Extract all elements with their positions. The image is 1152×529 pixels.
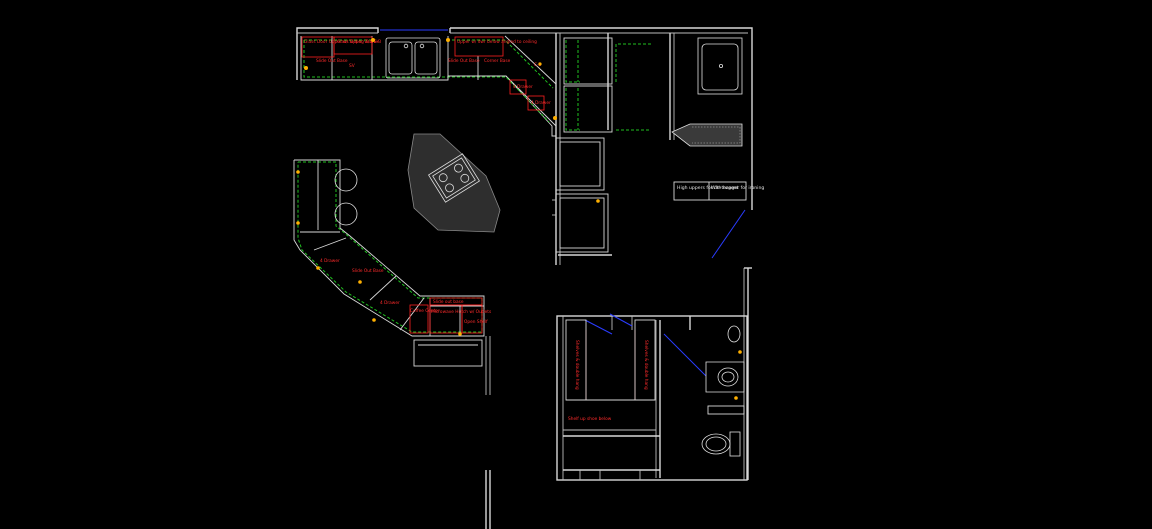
bar-stools: [334, 168, 358, 226]
note-open-shelf: Open Shelf: [464, 319, 488, 325]
laundry-upper-box: [673, 181, 747, 201]
note-closet-left: Shelves & double hang: [574, 340, 580, 390]
door-swings: [584, 209, 746, 377]
note-laundry-upper: High uppers for de-tergent: [677, 185, 739, 191]
note-sv: SV: [349, 63, 355, 69]
top-annotation-boxes: [301, 36, 545, 111]
note-corner-base: Corner Base: [484, 58, 511, 64]
top-counter-run: [300, 35, 557, 137]
note-shelf-up: Shelf up shoe below: [568, 416, 612, 422]
oven-fridge-stack: [552, 137, 609, 253]
note-glass-upper-3: Upper w/ dwr below angled to ceiling: [457, 39, 537, 45]
note-sink-label: S-B: [374, 39, 381, 45]
ironing-board-icon: [671, 123, 743, 147]
note-drawers-1: 4 Drawer: [513, 84, 533, 90]
left-annotation-boxes: [409, 297, 483, 334]
note-coffee-center: Coffee Center: [410, 308, 440, 314]
closet-shelves: [565, 319, 656, 401]
outlets-top: [304, 38, 557, 120]
note-corner-mark: C-B: [534, 62, 541, 68]
note-laundry-hanger: With hanger for ironing: [711, 185, 764, 191]
laundry-sink-icon: [697, 37, 743, 95]
note-closet-right: Shelves & double hang: [643, 340, 649, 390]
note-island-drawers: 4 Drawer: [320, 258, 340, 264]
note-island-drawers-2: 4 Drawer: [380, 300, 400, 306]
note-microwave: Microwave Hutch w/ Outlets: [431, 309, 492, 315]
note-glass-upper-left: Glass Door Upper w/ Sliding Tab: [304, 39, 373, 45]
tall-cabinets: [563, 37, 652, 133]
note-slide-out-base: Slide Out Base: [316, 58, 348, 64]
outlets-left: [296, 170, 462, 336]
toilet-icon: [701, 431, 741, 457]
small-vanity: [707, 325, 745, 415]
kitchen-island: [407, 133, 501, 233]
double-sink-icon: [385, 37, 441, 79]
note-slide-out-base-2: Slide Out Base: [448, 58, 480, 64]
buffet-cabinet: [413, 339, 483, 367]
washbasin-icon: [705, 350, 745, 400]
note-island-slide-2: Slide out base: [433, 299, 464, 305]
note-island-slide: Slide Out Base: [352, 268, 384, 274]
note-glass-upper-2: Glass Upper w/ dwr: [337, 39, 379, 45]
note-drawers-2: 4 Drawer: [531, 100, 551, 106]
